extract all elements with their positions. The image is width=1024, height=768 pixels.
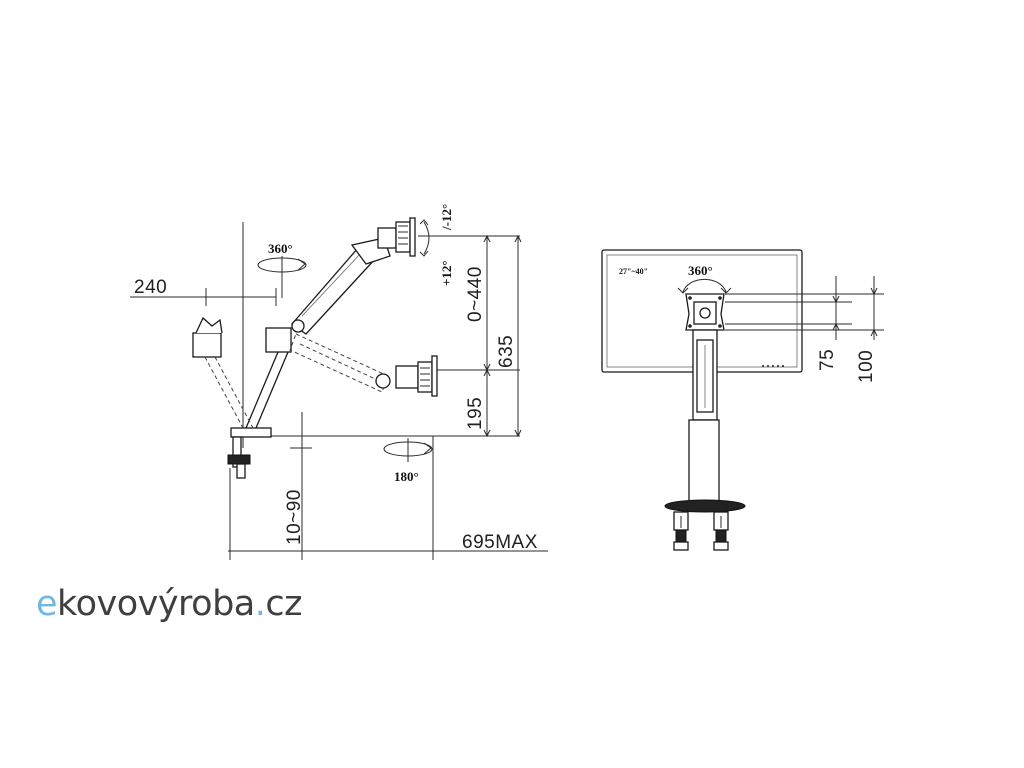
dim-240: 240 <box>134 277 167 298</box>
lower-arm-lowered <box>289 333 438 397</box>
angle-tilt-down: /-12° <box>439 204 454 231</box>
upper-arm-raised <box>291 217 416 335</box>
dim-vesa-75: 75 <box>817 349 838 371</box>
clamp-left <box>673 511 689 551</box>
logo-dot: . <box>254 584 266 624</box>
angle-tilt-up: +12° <box>439 260 454 286</box>
logo-name: kovovýroba <box>57 584 255 624</box>
ghost-arm-left <box>192 316 254 429</box>
brand-logo: ekovovýroba.cz <box>36 584 302 632</box>
dim-clamp-thickness: 10~90 <box>284 489 305 545</box>
front-view: 27"~40" 360° 75 100 <box>601 249 884 551</box>
vesa-plate <box>685 293 725 331</box>
dim-height-range: 0~440 <box>465 266 486 322</box>
swivel-arrow-top <box>257 256 307 298</box>
logo-accent-letter: e <box>36 584 58 624</box>
front-rotation-label: 360° <box>688 263 713 278</box>
clamp-right <box>713 511 729 551</box>
side-view: 240 0~440 635 195 10~90 695MAX 360° 180°… <box>130 204 548 560</box>
base-plate <box>664 499 746 513</box>
dim-vesa-100: 100 <box>856 350 877 383</box>
dim-base-height: 195 <box>465 397 486 430</box>
logo-tld: cz <box>265 584 302 624</box>
tilt-arrow <box>419 219 430 257</box>
angle-rotate-bottom: 180° <box>394 469 419 484</box>
dim-height-total: 635 <box>496 335 517 368</box>
screen-size-label: 27"~40" <box>619 267 648 276</box>
dim-reach-max: 695MAX <box>462 532 538 553</box>
rotate-arrow-bottom <box>383 438 433 462</box>
angle-swivel: 360° <box>268 241 293 256</box>
